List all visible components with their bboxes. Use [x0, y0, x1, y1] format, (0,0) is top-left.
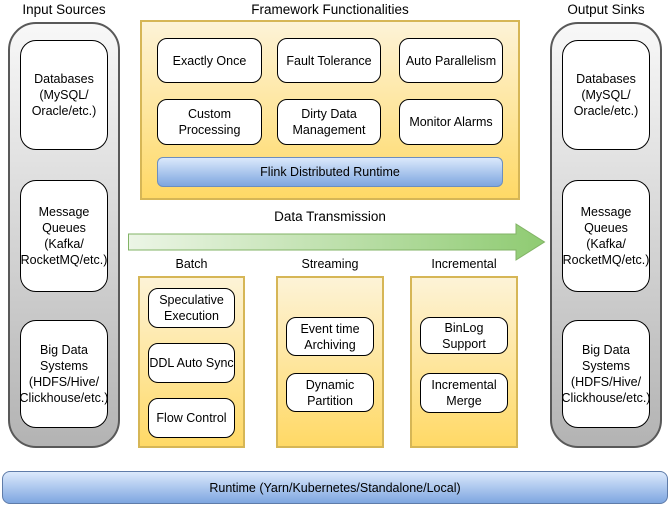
- batch-flow-control: Flow Control: [148, 398, 235, 438]
- feature-monitor-alarms: Monitor Alarms: [399, 99, 503, 145]
- streaming-dynamic-partition: Dynamic Partition: [286, 373, 374, 412]
- streaming-title: Streaming: [301, 257, 359, 271]
- feature-fault-tolerance: Fault Tolerance: [277, 38, 381, 83]
- output-sinks-title: Output Sinks: [567, 2, 645, 17]
- flink-distributed-runtime-bar: Flink Distributed Runtime: [157, 157, 503, 187]
- input-big-data-systems-node: Big Data Systems (HDFS/Hive/ Clickhouse/…: [20, 320, 108, 428]
- input-sources-title: Input Sources: [22, 2, 106, 17]
- framework-functionalities-title: Framework Functionalities: [251, 2, 409, 17]
- feature-auto-parallelism: Auto Parallelism: [399, 38, 503, 83]
- incremental-binlog-support: BinLog Support: [420, 317, 508, 354]
- output-databases-node: Databases (MySQL/ Oracle/etc.): [562, 40, 650, 150]
- incremental-container: [410, 276, 518, 448]
- output-big-data-systems-node: Big Data Systems (HDFS/Hive/ Clickhouse/…: [562, 320, 650, 428]
- streaming-event-time-archiving: Event time Archiving: [286, 317, 374, 356]
- feature-dirty-data-management: Dirty Data Management: [277, 99, 381, 145]
- input-message-queues-node: Message Queues (Kafka/ RocketMQ/etc.): [20, 180, 108, 292]
- streaming-container: [276, 276, 384, 448]
- batch-title: Batch: [175, 257, 208, 271]
- data-transmission-label: Data Transmission: [274, 209, 386, 224]
- batch-speculative-execution: Speculative Execution: [148, 288, 235, 328]
- input-databases-node: Databases (MySQL/ Oracle/etc.): [20, 40, 108, 150]
- output-message-queues-node: Message Queues (Kafka/ RocketMQ/etc.): [562, 180, 650, 292]
- incremental-merge: Incremental Merge: [420, 373, 508, 413]
- feature-exactly-once: Exactly Once: [157, 38, 262, 83]
- batch-ddl-auto-sync: DDL Auto Sync: [148, 343, 235, 383]
- incremental-title: Incremental: [431, 257, 497, 271]
- data-transmission-arrow-icon: [128, 223, 546, 261]
- feature-custom-processing: Custom Processing: [157, 99, 262, 145]
- runtime-bar: Runtime (Yarn/Kubernetes/Standalone/Loca…: [2, 471, 668, 504]
